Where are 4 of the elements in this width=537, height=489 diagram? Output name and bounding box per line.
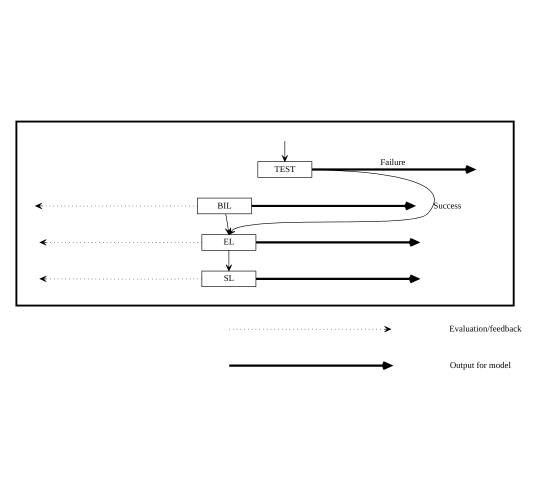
legend-label: Evaluation/feedback (449, 322, 522, 333)
edge-label: Success (433, 200, 462, 210)
legend-label: Output for model (450, 359, 511, 370)
edge-label: Failure (380, 156, 406, 167)
